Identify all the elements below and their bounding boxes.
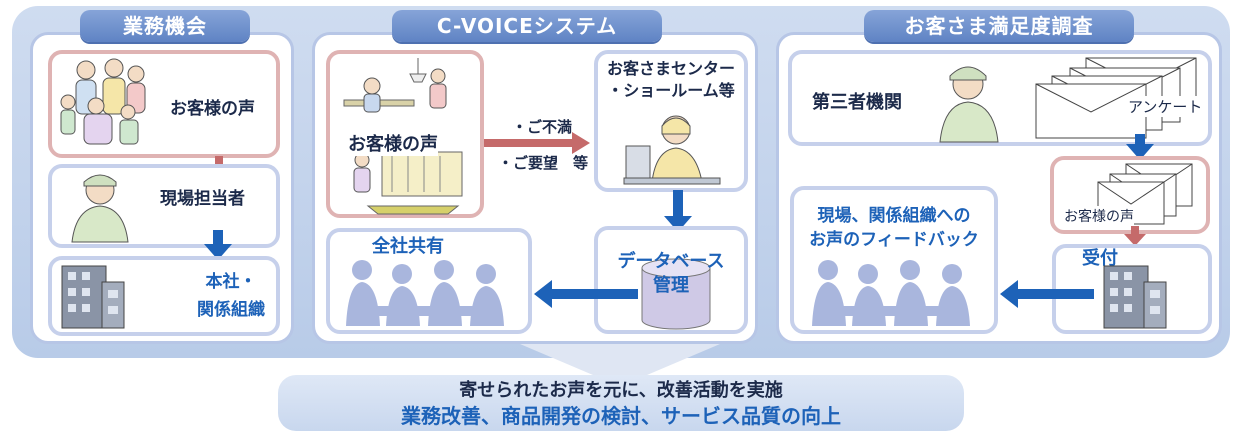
panel2-title: C-VOICEシステム <box>392 10 662 42</box>
reception-label: 受付 <box>1082 248 1118 269</box>
customer-center-label: お客さまセンター ・ショールーム等 <box>594 58 748 102</box>
panel1-title: 業務機会 <box>80 10 250 42</box>
operator-illustration-icon <box>623 115 721 185</box>
feedback-line2: お声のフィードバック <box>809 230 979 250</box>
customer-center-line1: お客さまセンター <box>606 59 735 78</box>
hq-label: 本社・ 関係組織 <box>186 268 276 324</box>
field-staff-illustration-icon <box>71 174 129 243</box>
feedback-line1: 現場、関係組織への <box>817 206 971 226</box>
envelope-stack-small-icon <box>1097 163 1193 225</box>
customer-voice-label: お客様の声 <box>170 99 255 119</box>
arrow-left-blue <box>534 280 638 308</box>
meeting-silhouette-icon-feedback <box>812 260 970 326</box>
field-staff-label: 現場担当者 <box>160 189 245 209</box>
request-label: ・ご要望 等 <box>498 154 589 172</box>
conclusion-line2: 業務改善、商品開発の検討、サービス品質の向上 <box>401 404 841 428</box>
arrow-right-red <box>484 132 590 154</box>
customer-center-line2: ・ショールーム等 <box>607 81 735 100</box>
arrow-down-red-survey <box>1124 226 1146 246</box>
conclusion-line1: 寄せられたお声を元に、改善活動を実施 <box>459 380 783 401</box>
funnel-connector <box>520 344 720 378</box>
database-label: データベース 管理 <box>594 250 748 298</box>
panel3-title: お客さま満足度調査 <box>864 10 1134 42</box>
building-icon <box>61 265 125 329</box>
company-share-label: 全社共有 <box>372 236 444 257</box>
cv-customer-voice-label: お客様の声 <box>348 130 438 156</box>
third-party-label: 第三者機関 <box>812 92 902 113</box>
researcher-illustration-icon <box>939 66 999 143</box>
database-line1: データベース <box>617 251 725 272</box>
hq-label-line1: 本社・ <box>205 272 257 292</box>
arrow-down-blue <box>204 230 232 260</box>
database-cylinder-icon <box>641 258 711 330</box>
meeting-silhouette-icon <box>346 260 504 326</box>
arrow-left-blue-feedback <box>1000 280 1094 308</box>
conclusion-banner: 寄せられたお声を元に、改善活動を実施 業務改善、商品開発の検討、サービス品質の向… <box>278 375 964 431</box>
survey-voice-label: お客様の声 <box>1064 206 1134 226</box>
family-illustration-icon <box>60 58 146 145</box>
survey-label: アンケート <box>1128 96 1203 117</box>
hq-label-line2: 関係組織 <box>197 300 265 320</box>
feedback-label: 現場、関係組織への お声のフィードバック <box>790 204 998 252</box>
arrow-down-blue-db <box>664 190 692 232</box>
database-line2: 管理 <box>653 275 689 296</box>
building-icon-reception <box>1103 265 1167 329</box>
arrow-down-blue-survey <box>1126 134 1154 160</box>
shop-scene-illustration-icon <box>343 58 463 215</box>
complaint-label: ・ご不満 <box>512 118 573 136</box>
